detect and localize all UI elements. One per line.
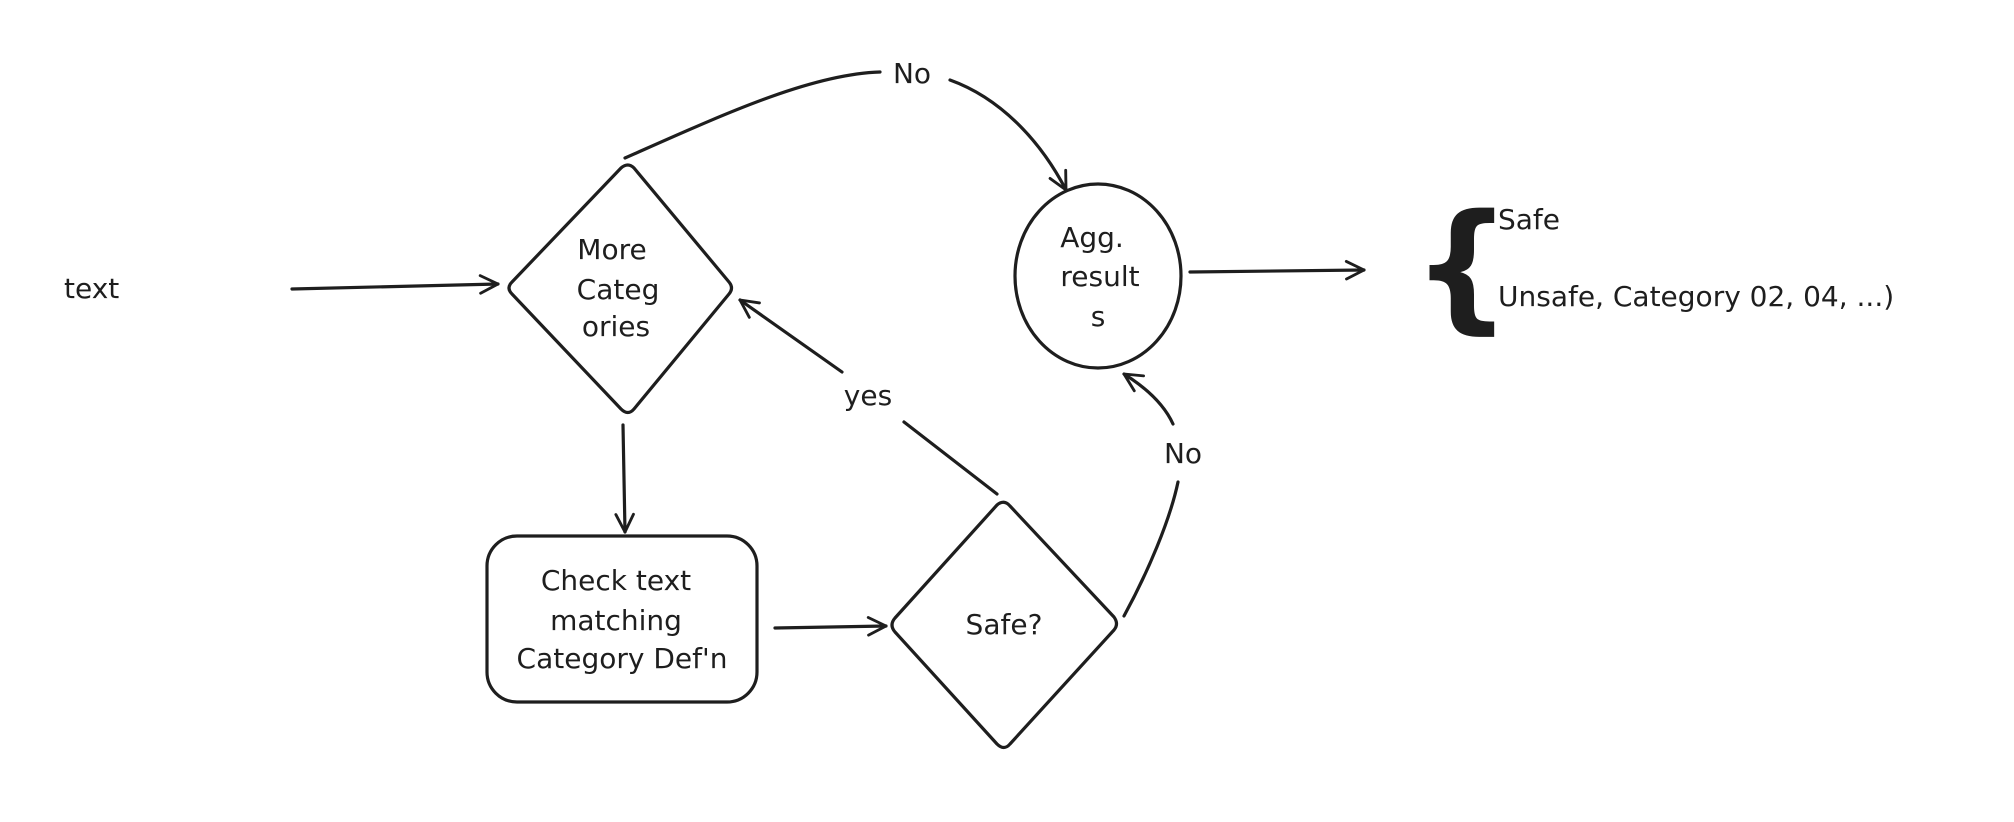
aggregate-line-2: result xyxy=(1060,260,1139,293)
edge-label-no-right: No xyxy=(1164,437,1202,470)
output-unsafe-label: Unsafe, Category 02, 04, ...) xyxy=(1498,280,1894,313)
more-categories-line-1: More xyxy=(577,233,646,266)
aggregate-line-1: Agg. xyxy=(1060,221,1124,254)
arrow-text-to-more-categories xyxy=(290,274,500,295)
more-categories-line-2: Categ xyxy=(577,273,660,306)
more-categories-diamond xyxy=(507,163,734,415)
arrow-more-categories-to-check xyxy=(614,423,635,534)
edge-label-yes: yes xyxy=(844,379,892,412)
arrow-check-to-safe xyxy=(773,616,888,637)
edge-label-no-top: No xyxy=(893,57,931,90)
arrow-yes-to-more-categories xyxy=(740,300,999,496)
arrow-aggregate-to-output xyxy=(1188,259,1366,281)
safe-diamond xyxy=(890,500,1119,750)
safe-question-label: Safe? xyxy=(966,608,1043,641)
check-text-line-1: Check text xyxy=(541,564,691,597)
arrow-no-to-aggregate-from-safe xyxy=(1124,374,1180,618)
aggregate-line-3: s xyxy=(1091,300,1106,333)
arrow-no-to-aggregate xyxy=(623,70,1066,190)
check-text-box xyxy=(485,534,759,704)
more-categories-line-3: ories xyxy=(582,310,650,343)
check-text-line-3: Category Def'n xyxy=(517,642,728,675)
check-text-line-2: matching xyxy=(550,604,682,637)
input-text-label: text xyxy=(64,272,119,305)
aggregate-results-circle xyxy=(1013,182,1183,370)
output-brace: { xyxy=(1412,185,1512,348)
output-safe-label: Safe xyxy=(1498,203,1560,236)
